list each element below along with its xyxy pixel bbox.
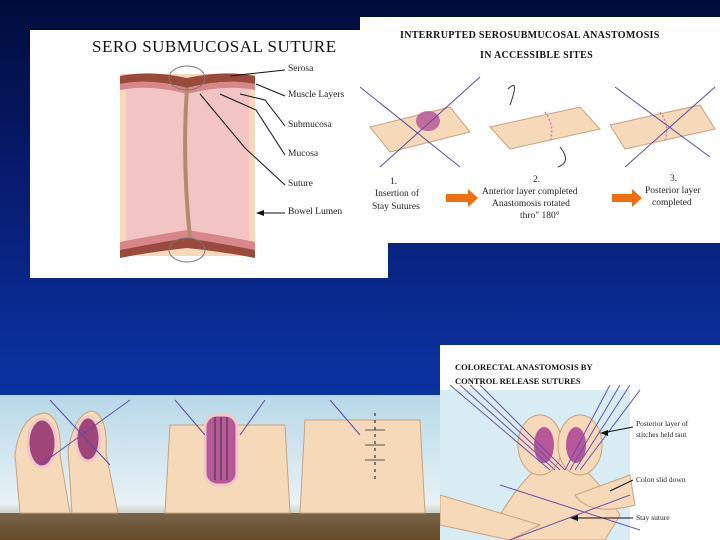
step-arrow-1 xyxy=(446,189,478,207)
label-mucosa: Mucosa xyxy=(288,149,318,159)
step1-number: 1. xyxy=(390,177,397,187)
label-posterior-line2: stitches held taut xyxy=(636,430,686,439)
sero-diagram xyxy=(30,30,388,278)
lumen-left-colorectal xyxy=(534,427,554,463)
suture-sequence-strip xyxy=(0,395,440,540)
step-arrow-2 xyxy=(612,189,642,207)
rotation-arrow-top xyxy=(508,85,515,105)
label-submucosa: Submucosa xyxy=(288,120,332,130)
step3-line2: completed xyxy=(652,198,692,208)
step2-line1: Anterior layer completed xyxy=(482,187,578,197)
bowel-segment-step2 xyxy=(490,107,600,149)
pointer-serosa xyxy=(230,70,285,76)
bowel-segment-step3 xyxy=(610,105,715,149)
sero-submucosal-panel: SERO SUBMUCOSAL SUTURE Serosa Muscle Lay… xyxy=(30,30,388,278)
lumen-step1 xyxy=(416,111,440,131)
step2-line3: thro" 180° xyxy=(520,211,560,221)
label-serosa: Serosa xyxy=(288,64,313,74)
pointer-muscle xyxy=(256,84,285,96)
step3-line1: Posterior layer xyxy=(645,186,701,196)
label-bowel-lumen: Bowel Lumen xyxy=(288,207,342,217)
step1-line2: Stay Sutures xyxy=(372,202,420,212)
step1-line1: Insertion of xyxy=(375,189,419,199)
step2-number: 2. xyxy=(533,175,540,185)
colorectal-anastomosis-panel: COLORECTAL ANASTOMOSIS BY CONTROL RELEAS… xyxy=(440,345,720,540)
label-stay-suture: Stay suture xyxy=(636,513,670,522)
label-suture: Suture xyxy=(288,179,313,189)
pointer-lumen-arrowhead xyxy=(256,210,264,216)
label-colon-slid-down: Colon slid down xyxy=(636,475,686,484)
label-posterior-line1: Posterior layer of xyxy=(636,419,688,428)
colorectal-diagram xyxy=(440,345,720,540)
strip-ground xyxy=(0,513,440,540)
suture-sequence-illustration xyxy=(0,395,440,540)
rotation-arrow-bottom xyxy=(558,147,566,167)
lumen-left-1 xyxy=(28,419,56,467)
step2-line2: Anastomosis rotated xyxy=(492,199,570,209)
step3-number: 3. xyxy=(670,174,677,184)
label-muscle-layers: Muscle Layers xyxy=(288,90,344,100)
interrupted-anastomosis-panel: INTERRUPTED SEROSUBMUCOSAL ANASTOMOSIS I… xyxy=(360,17,720,243)
bowel-completed-3 xyxy=(300,420,425,513)
lumen-right-1 xyxy=(76,417,100,461)
